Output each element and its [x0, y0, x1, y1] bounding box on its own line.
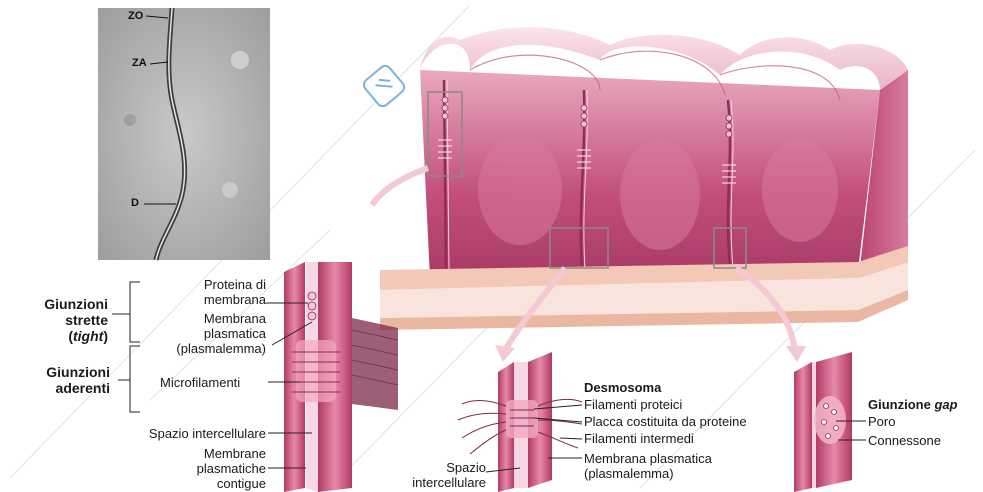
gap-junction-title: Giunzione gap [868, 397, 958, 412]
gap-title-word: Giunzione [868, 397, 931, 412]
gap-title-term: gap [934, 397, 957, 412]
gap-label-pore: Poro [868, 414, 895, 429]
gap-label-connexon: Connessone [868, 433, 941, 448]
